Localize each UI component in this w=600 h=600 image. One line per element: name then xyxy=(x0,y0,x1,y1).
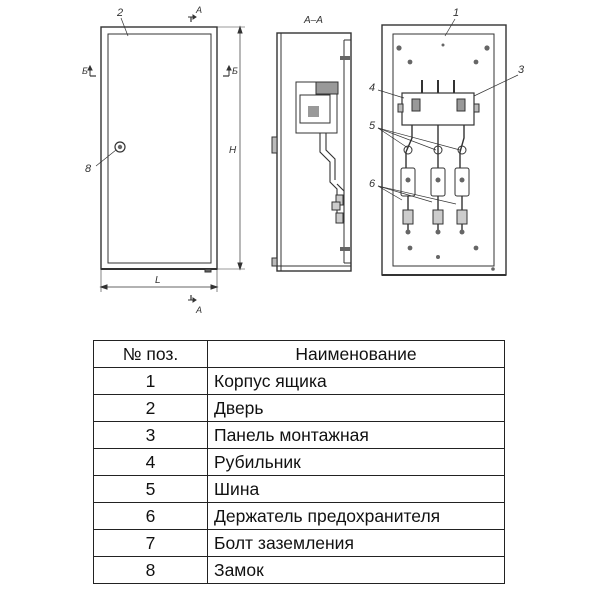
row-name: Держатель предохранителя xyxy=(207,502,505,530)
row-name: Болт заземления xyxy=(207,529,505,557)
section-outline xyxy=(276,32,352,272)
lock-icon xyxy=(114,141,126,153)
header-position: № поз. xyxy=(93,340,208,368)
header-name: Наименование xyxy=(207,340,505,368)
table-row: 2 Дверь xyxy=(93,394,505,422)
row-number: 3 xyxy=(93,421,208,449)
cut-label-bottom: А xyxy=(195,305,202,315)
dimension-h: H xyxy=(229,145,237,156)
callout-3: 3 xyxy=(518,64,525,76)
row-number: 7 xyxy=(93,529,208,557)
callout-5: 5 xyxy=(369,120,376,132)
door-panel xyxy=(107,33,212,264)
row-number: 6 xyxy=(93,502,208,530)
table-row: 5 Шина xyxy=(93,475,505,503)
row-name: Шина xyxy=(207,475,505,503)
row-number: 1 xyxy=(93,367,208,395)
inside-view xyxy=(377,18,519,276)
dimension-l: L xyxy=(155,275,161,286)
view-label-left: Б xyxy=(82,66,88,76)
callout-4: 4 xyxy=(369,82,375,94)
row-number: 2 xyxy=(93,394,208,422)
row-name: Корпус ящика xyxy=(207,367,505,395)
mounting-panel xyxy=(392,33,495,267)
cut-label-top: А xyxy=(195,5,202,15)
table-row: 7 Болт заземления xyxy=(93,529,505,557)
callout-6: 6 xyxy=(369,178,376,190)
callout-2: 2 xyxy=(116,7,123,19)
table-header-row: № поз. Наименование xyxy=(93,340,505,368)
row-name: Дверь xyxy=(207,394,505,422)
callout-1: 1 xyxy=(453,7,459,19)
technical-drawing: 2 8 А А Б Б H L А–А xyxy=(82,5,525,315)
section-title: А–А xyxy=(303,15,323,26)
callout-8: 8 xyxy=(85,163,92,175)
row-name: Панель монтажная xyxy=(207,421,505,449)
door-foot xyxy=(204,268,212,273)
parts-table: № поз. Наименование 1 Корпус ящика 2 Две… xyxy=(93,340,505,584)
table-row: 3 Панель монтажная xyxy=(93,421,505,449)
view-label-right: Б xyxy=(232,66,238,76)
front-view xyxy=(87,14,245,303)
row-name: Рубильник xyxy=(207,448,505,476)
enclosure-outline xyxy=(381,24,507,276)
table-row: 4 Рубильник xyxy=(93,448,505,476)
table-row: 1 Корпус ящика xyxy=(93,367,505,395)
row-number: 8 xyxy=(93,556,208,584)
row-name: Замок xyxy=(207,556,505,584)
table-row: 8 Замок xyxy=(93,556,505,584)
table-row: 6 Держатель предохранителя xyxy=(93,502,505,530)
row-number: 5 xyxy=(93,475,208,503)
row-number: 4 xyxy=(93,448,208,476)
section-view xyxy=(271,32,352,272)
